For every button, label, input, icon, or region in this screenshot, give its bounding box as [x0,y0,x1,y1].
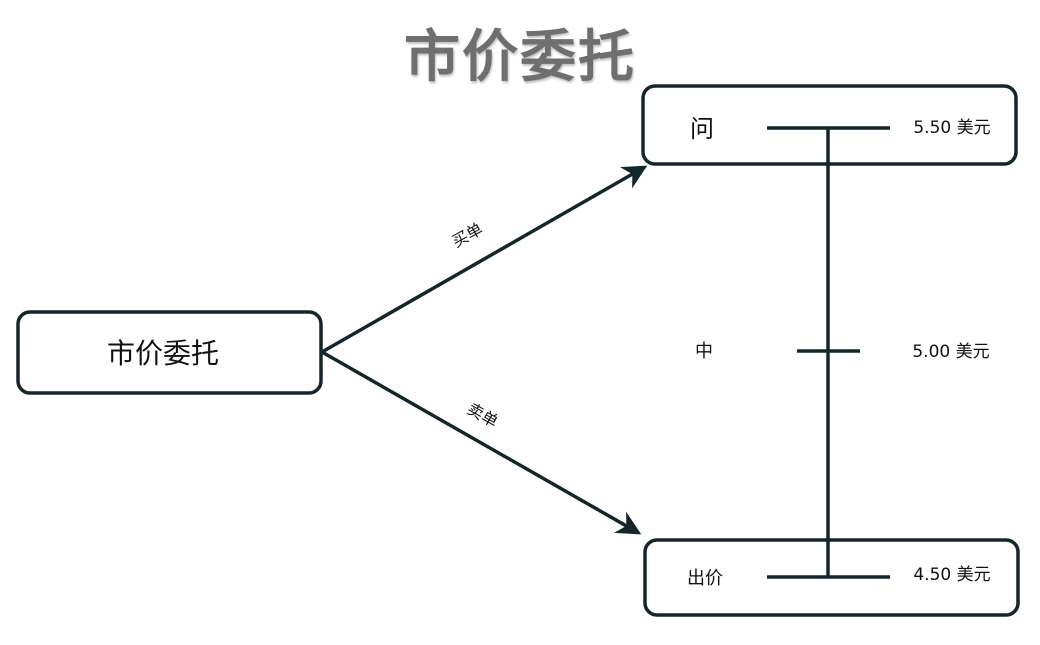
sell-edge-label: 卖单 [464,399,501,431]
ask-price: 5.50 美元 [913,118,990,138]
price-ladder [767,126,890,579]
buy-edge-label: 买单 [449,219,486,251]
page-title: 市价委托 [404,25,636,90]
ask-node: 问 5.50 美元 [641,84,1018,166]
market-order-node: 市价委托 [16,310,323,395]
sell-arrow [321,350,642,535]
buy-arrow [321,165,648,354]
ask-label: 问 [690,115,714,143]
market-order-label: 市价委托 [107,337,219,370]
bid-label: 出价 [687,568,723,589]
mid-price: 5.00 美元 [912,342,989,362]
mid-label: 中 [695,341,713,362]
bid-price: 4.50 美元 [913,565,990,585]
